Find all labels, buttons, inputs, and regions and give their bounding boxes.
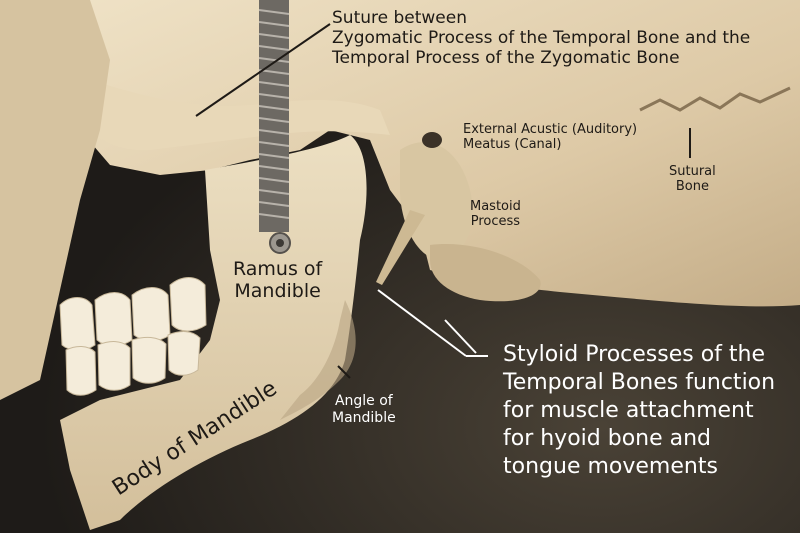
label-meatus: External Acustic (Auditory) Meatus (Cana… [463, 122, 638, 153]
occipital-condyle [430, 244, 541, 302]
wire-spring [258, 0, 291, 254]
styloid-process [376, 210, 425, 285]
leader-lines-dark [195, 23, 691, 379]
meatus-opening [422, 132, 442, 148]
lambdoid-suture [639, 86, 791, 112]
label-sutural-bone: Sutural Bone [669, 164, 716, 195]
label-suture: Suture between Zygomatic Process of the … [332, 8, 751, 69]
leader-lines-light [377, 289, 488, 357]
label-styloid-processes: Styloid Processes of the Temporal Bones … [503, 342, 776, 479]
mandible [60, 135, 367, 530]
label-angle-of-mandible: Angle of Mandible [332, 393, 396, 426]
zygomatic-arch [85, 80, 390, 151]
label-ramus-of-mandible: Ramus of Mandible [233, 258, 323, 303]
teeth [59, 277, 207, 396]
facial-bone [0, 0, 110, 400]
label-mastoid-process: Mastoid Process [470, 199, 521, 230]
mandible-shadow [280, 300, 356, 420]
mastoid-bone [400, 142, 473, 260]
